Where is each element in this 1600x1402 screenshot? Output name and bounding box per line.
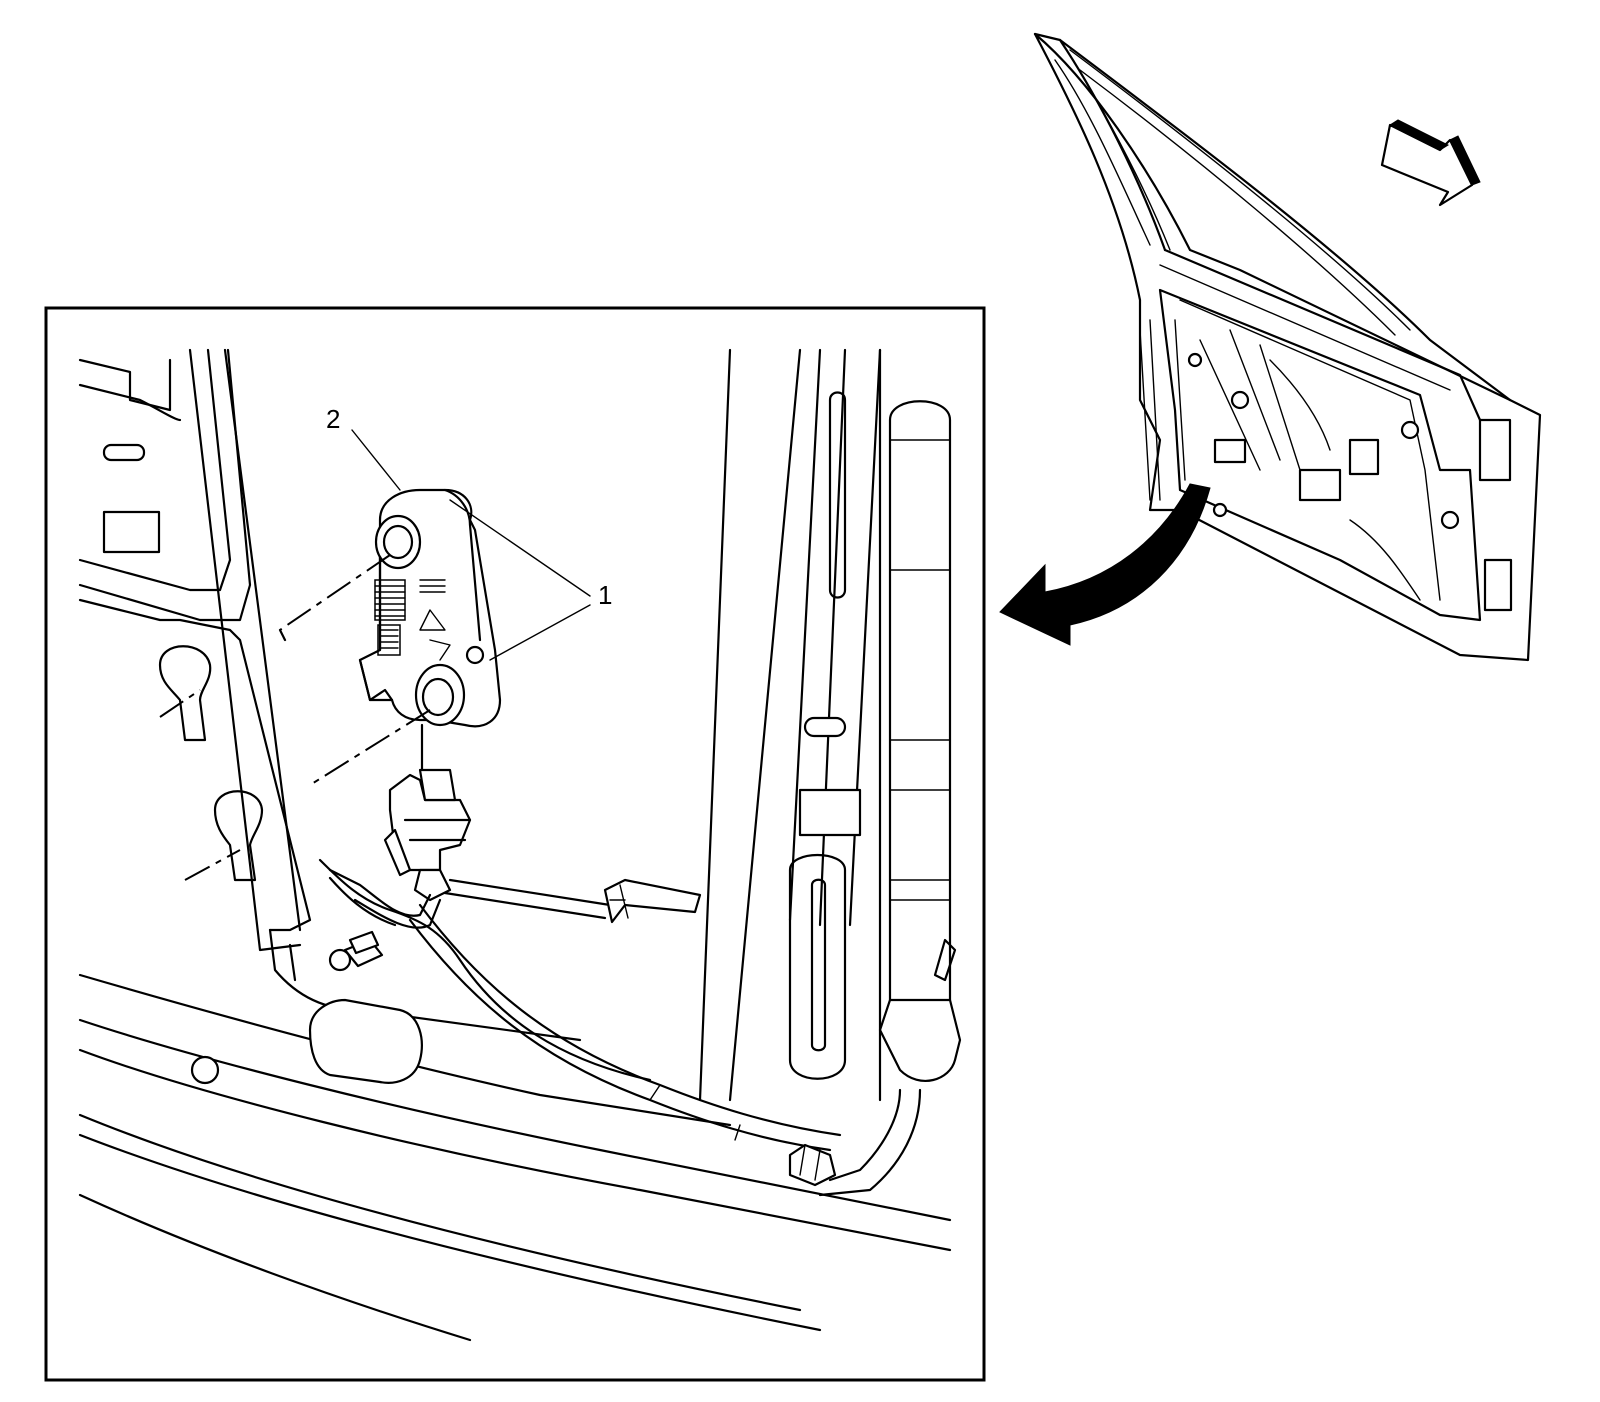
impact-sensor-icon	[358, 488, 502, 728]
callout-2: 2	[326, 404, 401, 491]
detail-frame	[44, 306, 986, 1382]
sensor-bolt-icon	[278, 628, 287, 642]
callout-label-2: 2	[326, 404, 340, 434]
detail-view-arrow-icon	[999, 483, 1211, 646]
front-door-icon	[1033, 32, 1542, 662]
mounting-centerline-upper	[279, 554, 391, 631]
vehicle-direction-arrow-icon	[1380, 119, 1481, 207]
callout-1: 1	[449, 499, 612, 661]
wiring-connector-icon	[328, 723, 702, 929]
callout-label-1: 1	[598, 580, 612, 610]
detail-door-structure	[78, 348, 962, 1342]
mounting-centerline-lower	[309, 709, 431, 786]
